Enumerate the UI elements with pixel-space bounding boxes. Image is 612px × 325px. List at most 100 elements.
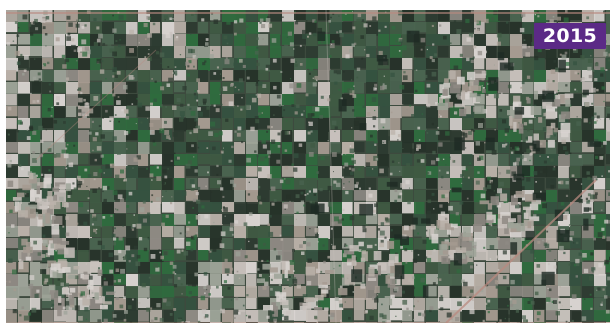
terrain-patch: [414, 58, 427, 72]
terrain-patch: [456, 269, 461, 274]
terrain-patch: [118, 120, 120, 123]
terrain-patch: [571, 174, 575, 178]
terrain-patch: [282, 201, 284, 203]
terrain-patch: [187, 293, 192, 298]
terrain-patch: [379, 242, 385, 248]
terrain-patch: [246, 22, 260, 34]
terrain-patch: [64, 301, 70, 306]
terrain-patch: [347, 258, 352, 263]
terrain-patch: [460, 174, 464, 178]
terrain-patch: [198, 70, 208, 83]
terrain-patch: [150, 200, 153, 203]
terrain-patch: [318, 10, 329, 21]
terrain-patch: [112, 14, 114, 17]
terrain-patch: [289, 260, 295, 265]
terrain-patch: [117, 279, 121, 283]
terrain-patch: [583, 207, 589, 212]
terrain-patch: [426, 238, 438, 251]
terrain-patch: [361, 251, 368, 262]
terrain-patch: [216, 285, 219, 289]
terrain-patch: [534, 13, 536, 16]
terrain-patch: [479, 155, 484, 161]
terrain-patch: [493, 93, 499, 99]
terrain-patch: [149, 307, 153, 310]
terrain-patch: [414, 310, 425, 322]
terrain-patch: [576, 116, 578, 118]
terrain-patch: [238, 277, 241, 280]
terrain-patch: [273, 85, 277, 90]
terrain-patch: [542, 239, 544, 242]
terrain-patch: [400, 236, 409, 246]
terrain-patch: [412, 286, 415, 290]
terrain-patch: [421, 218, 431, 224]
terrain-patch: [123, 296, 126, 299]
terrain-patch: [222, 238, 233, 250]
terrain-patch: [486, 94, 497, 106]
terrain-patch: [262, 263, 271, 270]
terrain-patch: [580, 249, 583, 252]
terrain-patch: [54, 10, 68, 22]
terrain-patch: [456, 76, 465, 85]
terrain-patch: [481, 89, 486, 93]
terrain-patch: [558, 87, 563, 92]
terrain-patch: [514, 146, 519, 151]
terrain-patch: [594, 238, 607, 250]
terrain-patch: [476, 21, 479, 24]
terrain-patch: [115, 297, 119, 301]
terrain-patch: [110, 214, 113, 217]
terrain-patch: [222, 10, 236, 22]
terrain-patch: [565, 10, 568, 13]
terrain-patch: [582, 70, 593, 82]
terrain-patch: [210, 82, 221, 95]
terrain-patch: [70, 287, 76, 293]
terrain-patch: [210, 190, 222, 204]
terrain-patch: [198, 214, 212, 226]
terrain-patch: [306, 190, 318, 201]
terrain-patch: [506, 21, 509, 24]
terrain-patch: [48, 169, 51, 172]
terrain-patch: [220, 79, 222, 81]
terrain-patch: [547, 287, 549, 289]
terrain-patch: [558, 238, 571, 249]
terrain-patch: [293, 270, 295, 272]
terrain-patch: [354, 154, 366, 167]
terrain-patch: [445, 101, 454, 108]
terrain-patch: [64, 282, 69, 288]
terrain-patch: [30, 106, 41, 119]
terrain-patch: [296, 104, 300, 108]
terrain-patch: [282, 166, 295, 177]
terrain-patch: [345, 244, 348, 247]
terrain-patch: [248, 315, 251, 319]
terrain-patch: [48, 161, 51, 164]
terrain-patch: [113, 280, 117, 283]
terrain-patch: [14, 50, 20, 56]
terrain-patch: [147, 117, 149, 119]
terrain-patch: [54, 130, 65, 143]
terrain-patch: [467, 91, 472, 96]
terrain-patch: [312, 19, 316, 23]
terrain-patch: [136, 155, 141, 160]
terrain-patch: [312, 106, 318, 112]
terrain-patch: [414, 286, 425, 297]
terrain-patch: [210, 310, 221, 323]
terrain-patch: [258, 250, 270, 261]
terrain-patch: [313, 188, 318, 193]
terrain-patch: [217, 180, 222, 185]
terrain-patch: [210, 178, 220, 189]
terrain-patch: [122, 225, 124, 227]
terrain-patch: [198, 202, 212, 213]
terrain-patch: [316, 171, 320, 174]
terrain-patch: [592, 175, 598, 181]
terrain-patch: [390, 214, 403, 225]
terrain-patch: [474, 214, 486, 226]
terrain-patch: [164, 18, 166, 21]
terrain-patch: [477, 157, 481, 161]
terrain-patch: [498, 154, 509, 167]
terrain-patch: [374, 203, 378, 208]
terrain-patch: [554, 259, 556, 261]
terrain-patch: [510, 70, 523, 82]
terrain-patch: [450, 298, 464, 312]
terrain-patch: [42, 94, 54, 108]
terrain-patch: [442, 89, 448, 96]
terrain-patch: [66, 106, 77, 117]
